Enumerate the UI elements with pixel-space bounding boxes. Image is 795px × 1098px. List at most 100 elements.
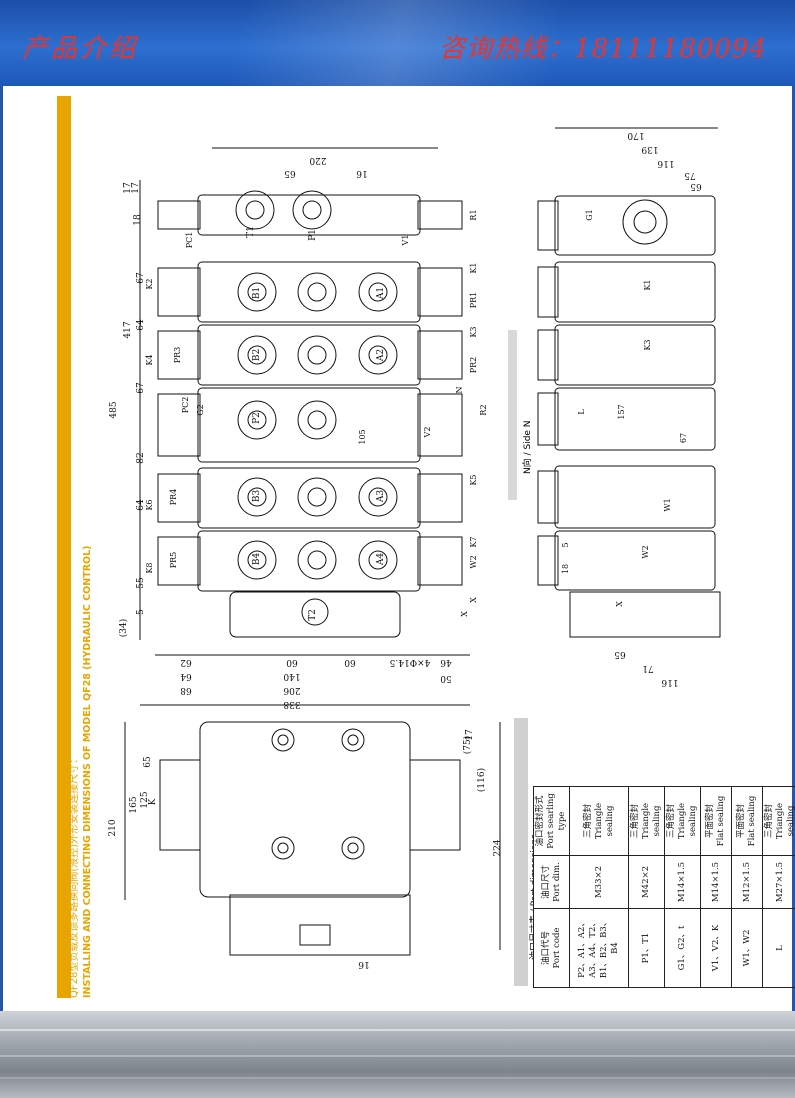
side-dim-bottom: 65 (614, 649, 626, 659)
bottom-dim-right: 17 (465, 729, 475, 741)
port-label: T1 (246, 226, 256, 238)
port-circle (368, 282, 388, 302)
bottom-side-block (159, 759, 201, 851)
port-circle (297, 400, 337, 440)
side-label: X (460, 611, 469, 617)
dim-left: 64 (136, 499, 146, 511)
side-label: W1 (663, 498, 672, 511)
dim-bottom: 338 (283, 699, 300, 709)
dim-bottom: 50 (440, 673, 452, 683)
side-section (554, 324, 716, 386)
side-block (537, 200, 559, 251)
side-label: X (615, 601, 624, 607)
side-label: PC2 (181, 397, 190, 414)
side-section (554, 261, 716, 323)
valve-section (197, 261, 421, 323)
side-section (554, 530, 716, 591)
side-label: L (577, 409, 586, 415)
side-label: PR5 (169, 552, 178, 569)
bottom-dim-left: 165 (129, 796, 139, 813)
side-label: R1 (469, 209, 478, 220)
port-circle (358, 477, 398, 517)
port-circle (297, 540, 337, 580)
valve-side-block (157, 536, 201, 586)
port-label: B1 (252, 287, 262, 299)
bottom-dim-right: (75) (462, 736, 473, 754)
page-title: 产品介绍 (22, 34, 139, 64)
port-circle (247, 550, 267, 570)
port-circle (297, 272, 337, 312)
side-label: 67 (679, 433, 688, 443)
dim-left: 64 (136, 319, 146, 331)
side-label: K3 (469, 326, 478, 337)
side-block (537, 392, 559, 446)
dim-left: 67 (136, 272, 146, 284)
dim-bottom: 46 (440, 657, 452, 667)
port-label: B3 (252, 490, 262, 503)
footer-streak (0, 1055, 795, 1057)
port-circle (307, 410, 327, 430)
port-circle (302, 200, 322, 220)
dim-bottom: 60 (344, 657, 356, 667)
side-label: PR1 (469, 292, 478, 309)
port-dim-cell: M42×2 (628, 855, 665, 909)
port-circle (368, 550, 388, 570)
valve-side-block (157, 393, 201, 457)
side-block (537, 535, 559, 586)
footer-streak (0, 1029, 795, 1031)
dim-left: 417 (123, 321, 133, 338)
valve-side-block (417, 267, 463, 317)
valve-side-block (417, 200, 463, 230)
side-label: K1 (643, 279, 652, 290)
side-label: V2 (423, 427, 432, 439)
port-circle (247, 410, 267, 430)
side-label: 105 (358, 429, 367, 444)
bolt-circle (271, 728, 295, 752)
side-dim-top: 116 (657, 158, 674, 168)
valve-section (197, 194, 421, 236)
side-dim-top: 170 (627, 130, 644, 140)
dim-bottom: 140 (283, 671, 300, 681)
port-circle (368, 345, 388, 365)
side-label: W2 (641, 545, 650, 558)
valve-side-block (417, 393, 463, 457)
port-circle (235, 190, 275, 230)
dim-bottom: 64 (180, 671, 192, 681)
port-circle (297, 477, 337, 517)
port-dim-cell: M12×1.5 (731, 855, 763, 909)
side-label: K2 (145, 278, 154, 289)
bottom-plug (299, 924, 331, 946)
side-dim-bottom: 71 (642, 663, 653, 673)
side-block (537, 470, 559, 524)
side-label: W2 (469, 555, 478, 568)
port-circle (292, 190, 332, 230)
port-circle (247, 282, 267, 302)
dim-left: 485 (109, 401, 119, 418)
port-code-cell: G1、G2、t (664, 908, 701, 988)
side-label: K3 (643, 339, 652, 350)
side-label: N (455, 387, 464, 394)
side-title-bar (57, 96, 71, 998)
dim-left: 82 (136, 452, 146, 463)
side-label: V1 (401, 235, 410, 247)
port-circle (307, 487, 327, 507)
dim-left: 55 (136, 577, 146, 589)
bottom-dim-left: 210 (108, 819, 118, 836)
port-circle (247, 487, 267, 507)
side-dim-top: 139 (641, 144, 658, 154)
port-circle (358, 540, 398, 580)
bottom-dim-right: (116) (476, 768, 487, 792)
port-circle (297, 335, 337, 375)
bottom-body (199, 721, 411, 898)
port-label: T2 (308, 609, 318, 621)
port-label: B4 (252, 553, 262, 566)
dim-left: 5 (136, 609, 146, 615)
valve-side-block (417, 330, 463, 380)
port-circle (237, 400, 277, 440)
